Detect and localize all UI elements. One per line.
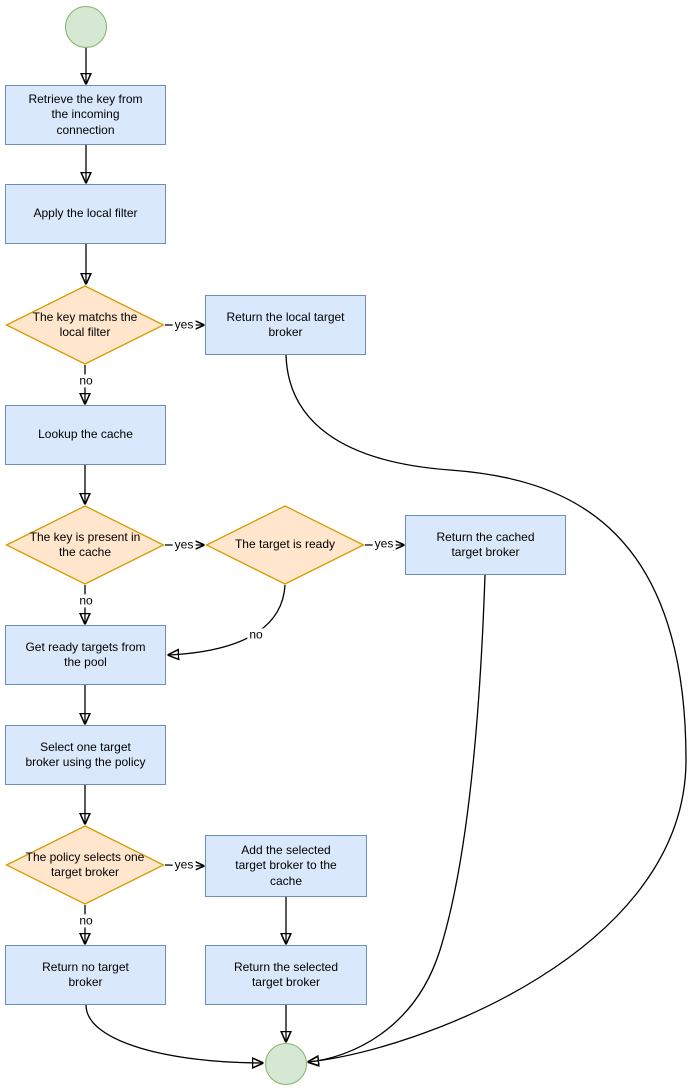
process-apply-local-filter: Apply the local filter (5, 184, 166, 244)
process-return-selected-broker-label: Return the selected target broker (233, 959, 339, 989)
edge-return-no-to-end (85, 1004, 263, 1063)
edge-label-policy-selects-yes: yes (172, 857, 196, 872)
edge-label-target-ready-no: no (247, 627, 265, 642)
process-return-selected-broker: Return the selected target broker (205, 945, 367, 1005)
process-retrieve-key-label: Retrieve the key from the incoming conne… (28, 92, 143, 137)
decision-target-ready: The target is ready (205, 505, 365, 585)
process-apply-local-filter-label: Apply the local filter (33, 206, 138, 221)
process-select-one-broker: Select one target broker using the polic… (5, 725, 166, 785)
edge-label-key-present-yes: yes (172, 537, 196, 552)
decision-key-matches-filter: The key matchs the local filter (5, 285, 165, 365)
decision-key-matches-filter-label: The key matchs the local filter (32, 309, 138, 339)
edge-return-cached-to-end (308, 574, 486, 1062)
process-get-ready-targets-label: Get ready targets from the pool (25, 639, 146, 669)
process-return-no-broker-label: Return no target broker (42, 959, 129, 989)
process-retrieve-key: Retrieve the key from the incoming conne… (5, 85, 166, 145)
edge-target-ready-no (168, 584, 286, 655)
decision-policy-selects: The policy selects one target broker (5, 825, 165, 905)
start-node (65, 6, 107, 48)
edge-label-key-matches-yes: yes (172, 317, 196, 332)
edge-return-local-to-end (285, 354, 687, 1062)
process-get-ready-targets: Get ready targets from the pool (5, 625, 166, 685)
edge-label-key-present-no: no (77, 593, 95, 608)
process-add-selected-broker: Add the selected target broker to the ca… (205, 835, 367, 897)
process-lookup-cache: Lookup the cache (5, 405, 166, 465)
process-return-cached-broker: Return the cached target broker (405, 515, 566, 575)
diamond-shape (5, 505, 165, 585)
diamond-shape (5, 285, 165, 365)
decision-key-present-cache-label: The key is present in the cache (29, 529, 141, 559)
edge-label-key-matches-no: no (77, 373, 95, 388)
decision-target-ready-label: The target is ready (234, 537, 336, 552)
process-return-local-broker-label: Return the local target broker (226, 309, 345, 339)
edge-label-policy-selects-no: no (77, 913, 95, 928)
decision-policy-selects-label: The policy selects one target broker (25, 849, 145, 879)
end-node (265, 1043, 307, 1085)
process-lookup-cache-label: Lookup the cache (38, 427, 133, 442)
diamond-shape (5, 825, 165, 905)
process-return-cached-broker-label: Return the cached target broker (436, 529, 535, 559)
edge-label-target-ready-yes: yes (372, 536, 396, 551)
process-return-local-broker: Return the local target broker (205, 295, 366, 355)
process-select-one-broker-label: Select one target broker using the polic… (25, 739, 146, 769)
process-add-selected-broker-label: Add the selected target broker to the ca… (235, 843, 337, 888)
process-return-no-broker: Return no target broker (5, 945, 166, 1005)
decision-key-present-cache: The key is present in the cache (5, 505, 165, 585)
diamond-shape (205, 505, 365, 585)
